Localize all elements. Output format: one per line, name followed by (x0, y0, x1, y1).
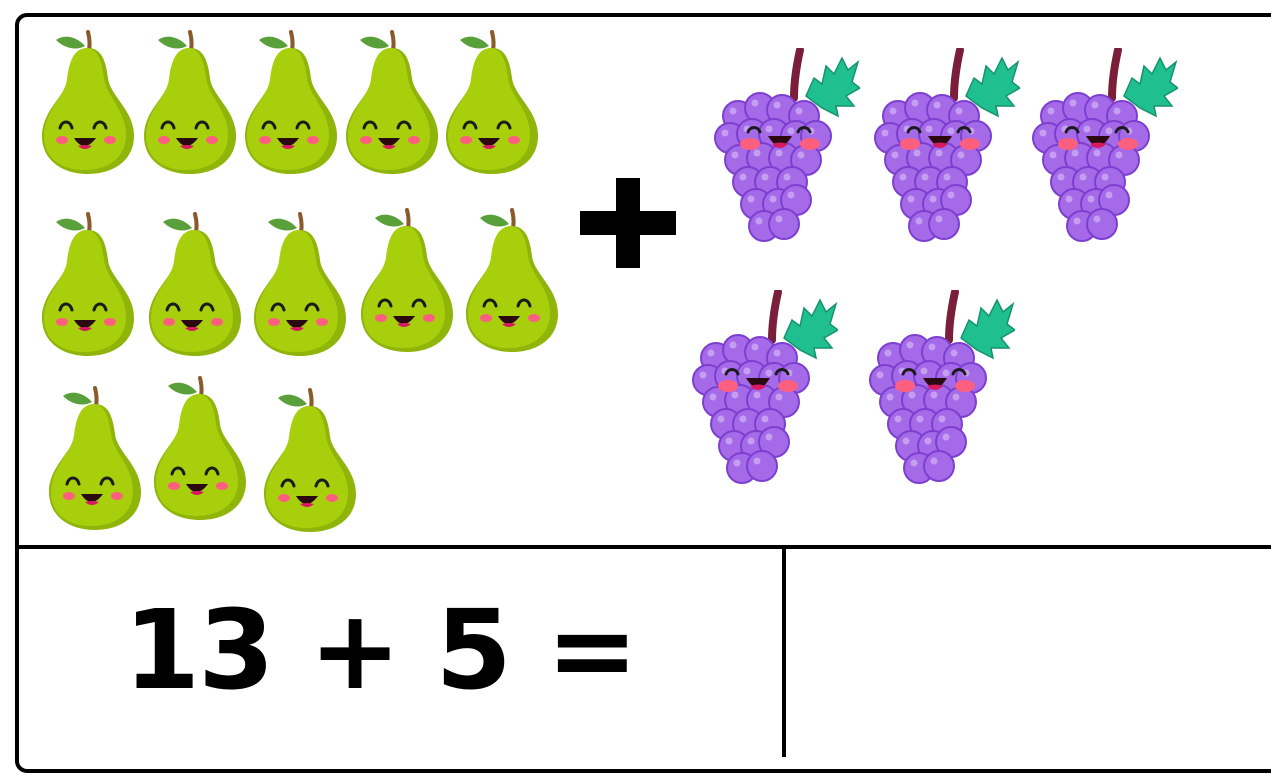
happy-grapes-icon (688, 288, 840, 494)
happy-pear-icon (462, 196, 562, 360)
happy-pear-icon (260, 376, 360, 540)
happy-pear-icon (45, 374, 145, 538)
happy-grapes-icon (865, 288, 1017, 494)
happy-pear-icon (241, 18, 341, 182)
happy-pear-icon (140, 18, 240, 182)
happy-pear-icon (250, 200, 350, 364)
happy-pear-icon (38, 18, 138, 182)
happy-pear-icon (342, 18, 442, 182)
answer-box[interactable] (790, 552, 1271, 754)
happy-grapes-icon (870, 46, 1022, 252)
happy-grapes-icon (1028, 46, 1180, 252)
plus-icon (580, 178, 676, 268)
row-divider (15, 545, 1271, 549)
happy-grapes-icon (710, 46, 862, 252)
happy-pear-icon (150, 364, 250, 528)
happy-pear-icon (145, 200, 245, 364)
happy-pear-icon (357, 196, 457, 360)
happy-pear-icon (442, 18, 542, 182)
column-divider (782, 547, 786, 757)
happy-pear-icon (38, 200, 138, 364)
equation-text: 13 + 5 = (123, 586, 639, 714)
